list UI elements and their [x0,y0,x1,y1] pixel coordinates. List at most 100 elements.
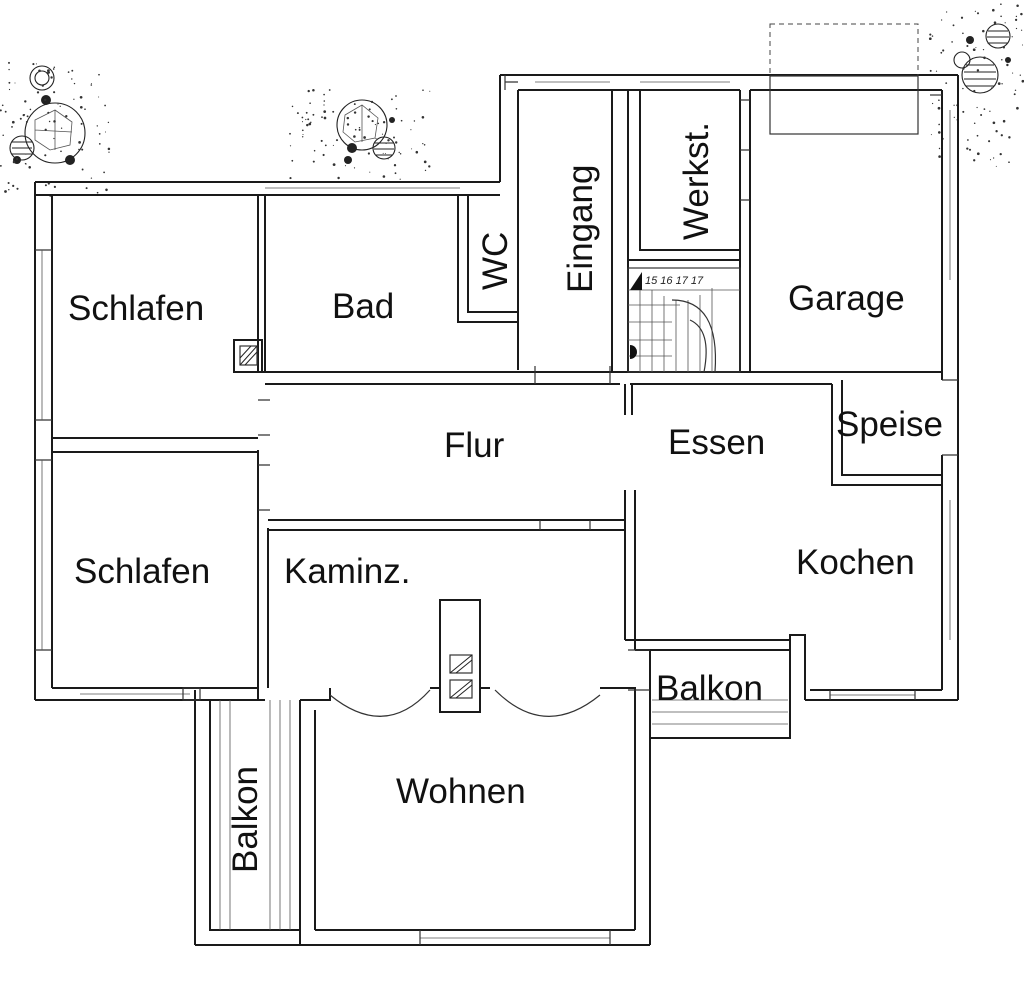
balcony-left [182,687,291,930]
gravel-dot [98,96,100,98]
gravel-dot [938,99,940,101]
gravel-dot [928,37,932,41]
gravel-dot [335,139,339,142]
gravel-dot [976,69,980,72]
gravel-dot [938,147,941,150]
gravel-dot [324,144,327,147]
gravel-dot [47,69,50,72]
gravel-dot [301,129,304,132]
gravel-dot [940,19,943,21]
gravel-dot [980,114,983,116]
gravel-dot [353,103,356,106]
shrub-icon-top-left [9,65,86,165]
gravel-dot [71,69,74,72]
double-door-right [494,689,601,717]
gravel-dot [374,124,376,126]
gravel-dot [428,165,431,168]
gravel-dot [96,191,99,194]
balcony-right [628,649,791,739]
gravel-dot [308,122,312,126]
gravel-dot [415,150,419,154]
gravel-dot [953,104,955,106]
gravel-dot [976,134,979,137]
gravel-dot [48,120,51,123]
fireplace [430,599,490,713]
gravel-dot [424,169,427,172]
gravel-dot [385,142,387,145]
room-label-wohnen: Wohnen [396,772,526,811]
room-label-werkstatt: Werkst. [677,122,716,240]
shrub-icon-top-right [953,23,1011,94]
room-label-schlafen-bottom: Schlafen [74,552,210,591]
gravel-dot [52,68,55,70]
gravel-dot [930,134,932,136]
gravel-dot [935,70,938,72]
gravel-dot [422,142,424,145]
gravel-dot [929,69,932,72]
gravel-dot [1008,136,1011,139]
gravel-dot [35,63,37,65]
gravel-dot [387,158,389,160]
gravel-dot [107,121,110,124]
gravel-dot [399,178,401,180]
gravel-dot [1000,3,1002,6]
gravel-dot [50,76,53,79]
gravel-dot [371,120,374,123]
gravel-dot [80,122,83,125]
room-label-essen: Essen [668,423,765,462]
gravel-dot [367,115,370,118]
gravel-dot [353,135,356,138]
gravel-dot [938,123,940,126]
garage-door [769,23,919,135]
gravel-dot [972,38,974,40]
gravel-dot [353,111,357,114]
gravel-dot [937,106,941,110]
gravel-dot [60,127,63,129]
gravel-dot [19,117,22,120]
gravel-dot [307,89,310,93]
gravel-dot [363,136,366,139]
gravel-dot [98,73,100,76]
room-label-eingang: Eingang [561,165,600,293]
gravel-dot [393,136,395,139]
gravel-dot [289,177,292,180]
room-label-balkon-right: Balkon [656,669,763,708]
gravel-dot [1002,119,1006,123]
gravel-dot [306,123,309,127]
gravel-dot [960,16,964,19]
gravel-dot [7,181,10,185]
gravel-dot [993,21,997,24]
gravel-dot [307,118,310,121]
misc-marks [504,75,958,456]
gravel-dot [940,51,943,54]
gravel-dot [1001,83,1003,85]
gravel-dot [14,82,16,84]
gravel-dot [968,148,972,151]
gravel-dot [395,107,398,110]
gravel-dot [323,104,325,106]
gravel-dot [296,112,299,115]
gravel-dot [36,91,40,94]
gravel-dot [991,87,993,89]
gravel-dot [945,82,948,84]
gravel-dot [332,163,336,166]
gravel-dot [982,29,985,33]
gravel-dot [323,100,326,102]
gravel-dot [1002,46,1006,49]
gravel-dot [104,104,106,107]
gravel-dot [25,153,27,155]
gravel-dot [305,118,307,121]
gravel-dot [1014,18,1018,22]
gravel-dot [90,84,93,86]
gravel-dot [1015,15,1018,18]
gravel-dot [952,24,955,27]
gravel-dot [972,48,976,52]
gravel-dot [313,149,316,152]
gravel-dot [107,147,111,151]
gravel-dot [312,113,315,116]
gravel-dot [962,110,965,113]
exterior-walls [34,74,959,946]
gravel-dot [358,128,361,131]
gravel-dot [390,118,393,120]
gravel-texture [0,3,1024,197]
